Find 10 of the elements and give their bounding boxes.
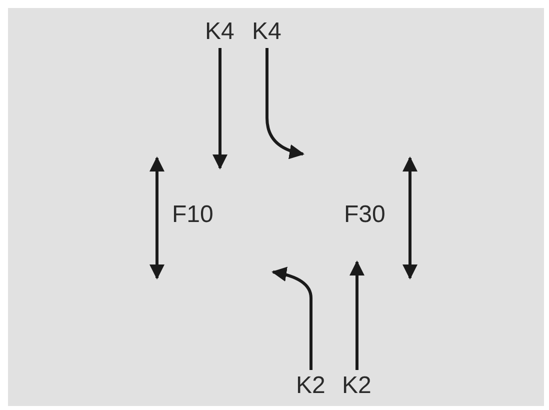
phase-label: F30 <box>344 201 386 229</box>
arrow <box>272 267 312 370</box>
movement-label: K4 <box>205 18 234 46</box>
movement-label: K2 <box>296 372 326 400</box>
arrow <box>212 48 228 170</box>
arrow <box>266 48 304 159</box>
arrow <box>350 260 364 370</box>
movement-label: K2 <box>342 372 372 400</box>
movement-label: K4 <box>252 18 282 46</box>
phase-label: F10 <box>172 201 214 229</box>
